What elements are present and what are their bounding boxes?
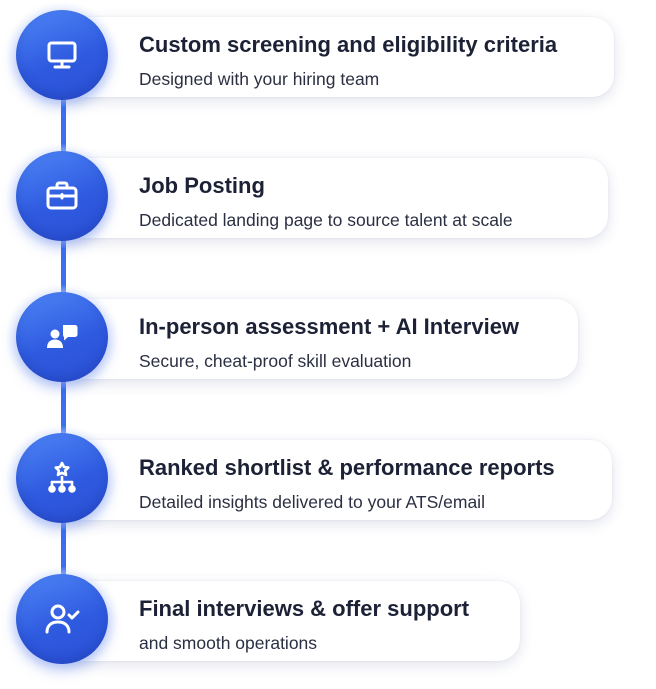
step-title: Ranked shortlist & performance reports: [139, 455, 555, 480]
step-subtitle: Detailed insights delivered to your ATS/…: [139, 492, 485, 512]
step-title: Job Posting: [139, 173, 265, 198]
step-badge: [16, 292, 108, 382]
step-card: [60, 581, 520, 661]
step-3: In-person assessment + AI Interview Secu…: [0, 282, 656, 392]
step-badge: [16, 433, 108, 523]
step-card: [60, 299, 578, 379]
step-4: Ranked shortlist & performance reports D…: [0, 423, 656, 533]
step-title: Custom screening and eligibility criteri…: [139, 32, 558, 57]
step-subtitle: Designed with your hiring team: [139, 69, 380, 89]
monitor-icon: [47, 41, 77, 69]
step-badge: [16, 151, 108, 241]
step-2: Job Posting Dedicated landing page to so…: [0, 141, 656, 251]
step-connector: [61, 380, 66, 436]
step-connector: [61, 521, 66, 577]
user-check-icon: [45, 604, 80, 634]
step-title: In-person assessment + AI Interview: [139, 314, 520, 339]
step-subtitle: and smooth operations: [139, 633, 318, 653]
step-connector: [61, 98, 66, 154]
step-card: [60, 158, 608, 238]
step-card: [60, 17, 614, 97]
briefcase-icon: [46, 181, 78, 210]
step-5: Final interviews & offer support and smo…: [0, 564, 656, 674]
ranking-hierarchy-icon: [48, 461, 76, 493]
step-card: [60, 440, 612, 520]
step-subtitle: Dedicated landing page to source talent …: [139, 210, 513, 230]
step-subtitle: Secure, cheat-proof skill evaluation: [139, 351, 412, 371]
step-connector: [61, 239, 66, 295]
step-1: Custom screening and eligibility criteri…: [0, 0, 656, 110]
step-title: Final interviews & offer support: [139, 596, 470, 621]
step-badge: [16, 10, 108, 100]
chat-user-icon: [47, 325, 78, 348]
step-badge: [16, 574, 108, 664]
